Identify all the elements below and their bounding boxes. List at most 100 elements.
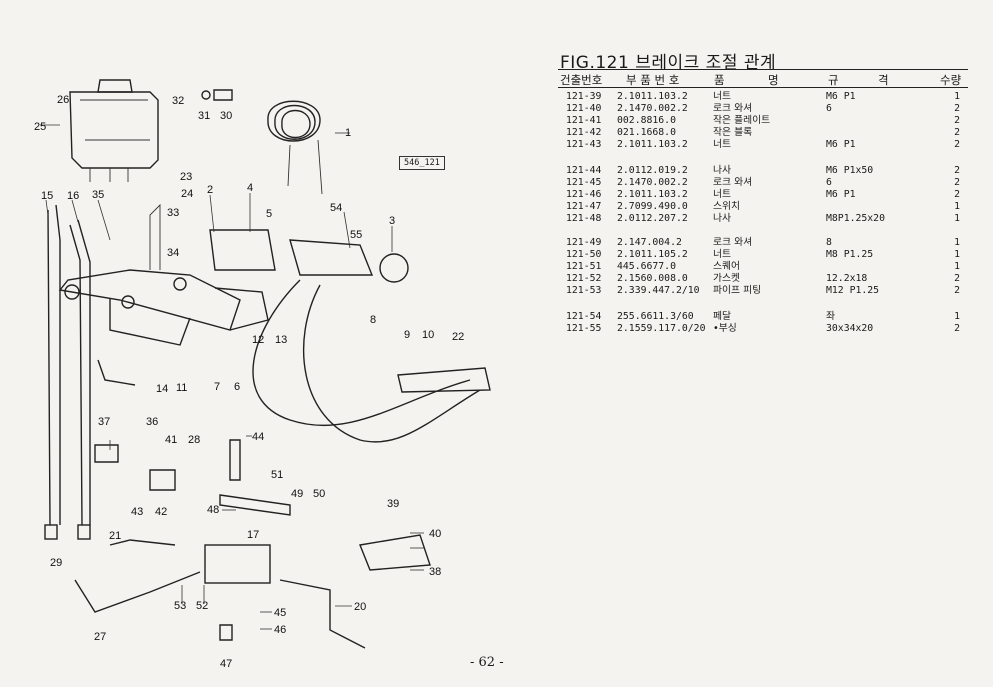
- cell-code: 121-50: [566, 249, 602, 260]
- callout-39: 39: [387, 498, 399, 510]
- cell-spec: M8P1.25x20: [826, 213, 885, 224]
- cell-name: •부싱: [713, 323, 737, 334]
- callout-52: 52: [196, 600, 208, 612]
- cell-part-no: 2.1011.103.2: [617, 91, 688, 102]
- callout-48: 48: [207, 504, 219, 516]
- cell-part-no: 2.1559.117.0/20: [617, 323, 706, 334]
- callout-47: 47: [220, 658, 232, 670]
- callout-26: 26: [57, 94, 69, 106]
- cell-code: 121-51: [566, 261, 602, 272]
- cell-spec: M8 P1.25: [826, 249, 874, 260]
- cell-code: 121-40: [566, 103, 602, 114]
- cell-name: 나사: [713, 165, 732, 176]
- cell-spec: M12 P1.25: [826, 285, 880, 296]
- callout-43: 43: [131, 506, 143, 518]
- cell-name: 로크 와셔: [713, 103, 753, 114]
- callout-51: 51: [271, 469, 283, 481]
- cell-code: 121-54: [566, 311, 602, 322]
- fittings-drawing: [74, 439, 431, 649]
- header-spec-1: 규: [828, 73, 839, 87]
- leader-lines: [40, 124, 424, 630]
- callout-42: 42: [155, 506, 167, 518]
- cell-qty: 2: [954, 323, 960, 334]
- callout-35: 35: [92, 189, 104, 201]
- cell-part-no: 2.7099.490.0: [617, 201, 688, 212]
- cell-code: 121-42: [566, 127, 602, 138]
- cell-code: 121-43: [566, 139, 602, 150]
- callout-15: 15: [41, 190, 53, 202]
- cell-part-no: 002.8816.0: [617, 115, 676, 126]
- callout-22: 22: [452, 331, 464, 343]
- cell-qty: 1: [954, 91, 960, 102]
- callout-53: 53: [174, 600, 186, 612]
- cell-code: 121-45: [566, 177, 602, 188]
- cell-part-no: 2.1560.008.0: [617, 273, 688, 284]
- cell-name: 로크 와셔: [713, 237, 753, 248]
- cell-code: 121-52: [566, 273, 602, 284]
- callout-49: 49: [291, 488, 303, 500]
- cell-qty: 2: [954, 177, 960, 188]
- cell-code: 121-53: [566, 285, 602, 296]
- cell-name: 가스켓: [713, 273, 741, 284]
- callout-40: 40: [429, 528, 441, 540]
- cell-code: 121-44: [566, 165, 602, 176]
- cell-spec: 8: [826, 237, 832, 248]
- callout-28: 28: [188, 434, 200, 446]
- callout-25: 25: [34, 121, 46, 133]
- cell-name: 페달: [713, 311, 732, 322]
- cell-spec: M6 P1: [826, 91, 856, 102]
- cell-part-no: 2.1470.002.2: [617, 103, 688, 114]
- callout-54: 54: [330, 202, 342, 214]
- header-part-no: 부 품 번 호: [626, 73, 680, 87]
- cell-qty: 2: [954, 189, 960, 200]
- cell-spec: M6 P1: [826, 139, 856, 150]
- cell-qty: 1: [954, 213, 960, 224]
- cell-part-no: 2.147.004.2: [617, 237, 682, 248]
- cell-qty: 2: [954, 273, 960, 284]
- callout-4: 4: [247, 182, 253, 194]
- cell-code: 121-55: [566, 323, 602, 334]
- callout-45: 45: [274, 607, 286, 619]
- cell-part-no: 2.1011.103.2: [617, 139, 688, 150]
- callout-6: 6: [234, 381, 240, 393]
- cell-qty: 2: [954, 139, 960, 150]
- callout-31: 31: [198, 110, 210, 122]
- cell-part-no: 2.1011.105.2: [617, 249, 688, 260]
- callout-50: 50: [313, 488, 325, 500]
- cell-name: 스위치: [713, 201, 741, 212]
- callout-23: 23: [180, 171, 192, 183]
- callout-41: 41: [165, 434, 177, 446]
- reservoir-drawing: [69, 79, 159, 182]
- callout-32: 32: [172, 95, 184, 107]
- cell-code: 121-41: [566, 115, 602, 126]
- callout-33: 33: [167, 207, 179, 219]
- cell-spec: 30x34x20: [826, 323, 874, 334]
- callout-24: 24: [181, 188, 193, 200]
- cell-qty: 2: [954, 115, 960, 126]
- callout-30: 30: [220, 110, 232, 122]
- cell-name: 나사: [713, 213, 732, 224]
- callout-17: 17: [247, 529, 259, 541]
- callout-44: 44: [252, 431, 264, 443]
- callout-2: 2: [207, 184, 213, 196]
- header-name-1: 품: [714, 73, 725, 87]
- cell-part-no: 2.1470.002.2: [617, 177, 688, 188]
- title-rule: [558, 69, 968, 70]
- cell-qty: 2: [954, 165, 960, 176]
- cell-spec: 6: [826, 103, 832, 114]
- callout-8: 8: [370, 314, 376, 326]
- cell-spec: 12.2x18: [826, 273, 868, 284]
- pedal-drawing: [209, 229, 491, 443]
- cell-qty: 1: [954, 201, 960, 212]
- cell-name: 작은 블록: [713, 127, 753, 138]
- callout-55: 55: [350, 229, 362, 241]
- callout-21: 21: [109, 530, 121, 542]
- callout-20: 20: [354, 601, 366, 613]
- cell-part-no: 255.6611.3/60: [617, 311, 694, 322]
- cell-code: 121-39: [566, 91, 602, 102]
- cell-code: 121-47: [566, 201, 602, 212]
- cell-name: 너트: [713, 91, 732, 102]
